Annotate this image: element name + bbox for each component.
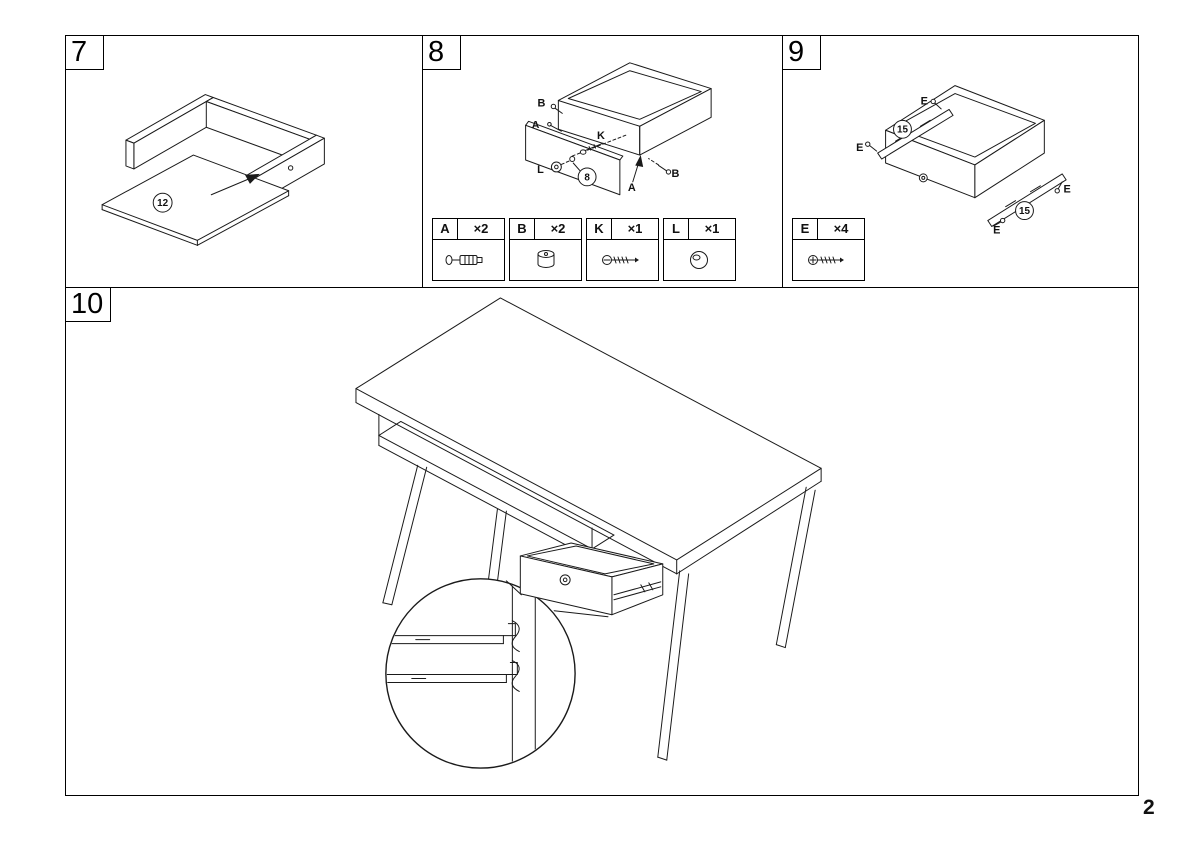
part-qty: ×1 <box>704 221 720 236</box>
drawer-front-panel <box>525 120 624 196</box>
screw-e-icon <box>930 98 942 110</box>
step-9-parts-legend: E ×4 <box>792 218 865 281</box>
part-letter: E <box>793 219 818 239</box>
callout-e-bottom: E <box>993 224 1000 236</box>
step-10-drawing <box>355 297 822 769</box>
insert-arrow-icon <box>210 173 260 196</box>
step-10-number-box: 10 <box>65 287 112 322</box>
drawer-bottom-panel <box>101 154 290 246</box>
part-ref-badges: 15 15 <box>893 119 1034 221</box>
step-9-panel: E E E E 15 15 E ×4 <box>782 35 1139 288</box>
callout-e-top: E <box>921 95 928 107</box>
magnifier-circle <box>385 578 576 769</box>
part-ref-badge: 12 <box>152 192 173 213</box>
zoom-callout-lines <box>505 580 609 618</box>
slide-rail-left <box>877 108 954 160</box>
step-9-number-box: 9 <box>782 35 821 70</box>
page-number: 2 <box>1143 796 1155 819</box>
step-10-panel: 10 <box>65 287 1139 796</box>
callout-e-left: E <box>856 142 863 154</box>
step-7-number: 7 <box>71 35 88 68</box>
cam-lock-b-icon <box>665 169 672 175</box>
part-ref-12: 12 <box>157 198 169 209</box>
knob-l-icon <box>550 161 562 173</box>
leg-back-right <box>775 486 816 649</box>
step-9-number: 9 <box>788 35 805 68</box>
callout-labels: B A K L A B <box>532 97 680 193</box>
drawer-box <box>557 62 712 156</box>
step-8-parts-legend: A ×2 B <box>432 218 736 281</box>
part-letter: K <box>587 219 612 239</box>
part-ref-8: 8 <box>584 172 590 183</box>
part-qty: ×2 <box>550 221 566 236</box>
screw-e-icon <box>1054 181 1063 194</box>
leg-front-right <box>657 570 690 761</box>
step-7-panel: 12 7 <box>65 35 423 288</box>
screw-callouts <box>865 98 1063 227</box>
callout-k: K <box>597 130 605 142</box>
leg-back-left <box>382 464 428 606</box>
part-box-e: E ×4 <box>792 218 865 281</box>
part-head: E ×4 <box>793 219 864 240</box>
part-head: L ×1 <box>664 219 735 240</box>
screw-k-icon <box>579 142 604 155</box>
step-8-number: 8 <box>428 35 445 68</box>
step-8-number-box: 8 <box>422 35 461 70</box>
step-10-number: 10 <box>71 287 104 320</box>
callout-b-top: B <box>538 97 546 109</box>
drawer-frame <box>125 94 325 211</box>
part-head: B ×2 <box>510 219 581 240</box>
part-box-a: A ×2 <box>432 218 505 281</box>
part-ref-15-left: 15 <box>897 125 909 136</box>
part-qty: ×1 <box>627 221 643 236</box>
step-8-drawing: B A K L A B 8 <box>525 62 712 196</box>
part-box-b: B ×2 <box>509 218 582 281</box>
part-letter: B <box>510 219 535 239</box>
step-8-panel: B A K L A B 8 A ×2 <box>422 35 783 288</box>
part-qty: ×4 <box>833 221 849 236</box>
part-head: A ×2 <box>433 219 504 240</box>
step-7-drawing: 12 <box>101 94 325 246</box>
part-qty: ×2 <box>473 221 489 236</box>
cam-bolt-icon <box>433 240 504 280</box>
knob-icon <box>664 240 735 280</box>
rail-engagement-detail <box>386 579 536 768</box>
part-ref-15-right: 15 <box>1019 206 1031 217</box>
cam-lock-icon <box>510 240 581 280</box>
part-head: K ×1 <box>587 219 658 240</box>
slide-rail-right <box>987 173 1067 227</box>
part-box-k: K ×1 <box>586 218 659 281</box>
callout-a-front: A <box>628 182 636 194</box>
part-box-l: L ×1 <box>663 218 736 281</box>
drawer-slide-rail <box>613 581 662 601</box>
screw-icon <box>793 240 864 280</box>
drawer <box>519 542 664 616</box>
part-letter: A <box>433 219 458 239</box>
dowel-hole <box>287 165 294 171</box>
step-9-drawing: E E E E 15 15 <box>856 85 1071 236</box>
screw-icon <box>587 240 658 280</box>
callout-l: L <box>537 164 544 176</box>
zoom-detail-circle <box>385 578 576 769</box>
part-ref-badge: 8 <box>577 167 597 187</box>
callout-e-right: E <box>1064 184 1071 196</box>
step-7-number-box: 7 <box>65 35 104 70</box>
screw-e-icon <box>993 217 1006 227</box>
callout-a-top: A <box>532 119 540 131</box>
callout-b-right: B <box>671 168 679 180</box>
part-letter: L <box>664 219 689 239</box>
drawer-slide-rails <box>877 108 1067 227</box>
hardware-callouts <box>547 103 672 183</box>
cam-lock-b-icon <box>550 103 557 110</box>
callout-labels: E E E E <box>856 95 1071 236</box>
under-shelf <box>378 414 615 560</box>
desk-top <box>355 297 822 575</box>
screw-e-icon <box>865 141 878 152</box>
